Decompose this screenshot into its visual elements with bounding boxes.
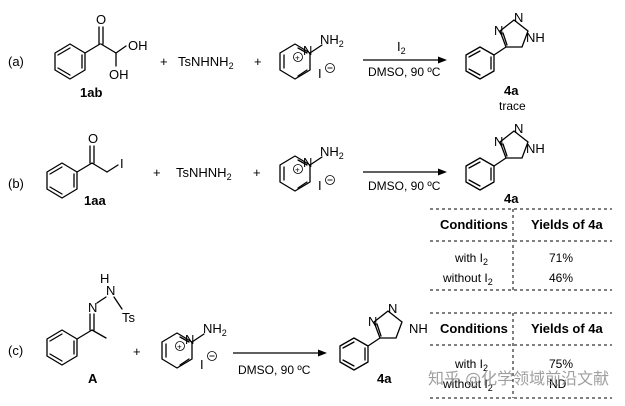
- table-header-yields: Yields of 4a: [531, 321, 604, 336]
- negative-charge-icon: [325, 175, 335, 185]
- plus-sign: +: [133, 344, 141, 359]
- table-cell-yield: 75%: [549, 357, 573, 371]
- triazole-ring: [373, 310, 403, 339]
- table-cell-yield: ND: [549, 377, 567, 391]
- plus-sign: +: [160, 54, 168, 69]
- scheme-a: (a) O OH OH 1ab + TsNHNH2 +: [8, 10, 545, 113]
- table-cell-yield: 71%: [549, 251, 573, 265]
- hydrazone-a-structure: N N H Ts: [46, 271, 136, 366]
- product-4a-label: 4a: [377, 371, 392, 386]
- compound-1aa-label: 1aa: [84, 193, 106, 208]
- benzene-ring: [46, 162, 78, 199]
- product-yield-note: trace: [499, 99, 526, 113]
- scheme-b: (b) O I 1aa + TsNHNH2 + + N NH2: [8, 121, 612, 291]
- svg-text:+: +: [295, 54, 300, 63]
- arrow-conditions: DMSO, 90 ºC: [238, 363, 311, 377]
- positive-charge-icon: [175, 341, 185, 351]
- triazole-n-left: N: [368, 314, 377, 329]
- table-cell-condition: with I2: [454, 251, 488, 267]
- yield-table-c: Conditions Yields of 4a with I2 75% with…: [430, 312, 612, 399]
- triazole-n-top: N: [514, 121, 523, 136]
- benzene-ring: [46, 329, 78, 366]
- aminopyridinium-iodide: + N NH2 I: [279, 32, 344, 81]
- imine-n: N: [88, 300, 97, 315]
- carbonyl-o: O: [96, 12, 106, 27]
- product-4a-label: 4a: [504, 191, 519, 206]
- table-header-yields: Yields of 4a: [531, 217, 604, 232]
- triazole-n-top: N: [514, 10, 523, 25]
- plus-sign-2: +: [253, 165, 261, 180]
- plus-sign-2: +: [254, 54, 262, 69]
- amino-group: NH2: [320, 32, 344, 49]
- table-cell-condition: without I2: [442, 377, 493, 393]
- triazole-nh: NH: [526, 141, 545, 156]
- pyridinium-n: N: [303, 155, 312, 170]
- aminopyridinium-iodide: + N NH2 I: [279, 144, 344, 193]
- phenyl-ring: [465, 157, 495, 191]
- triazole-n-top: N: [388, 301, 397, 316]
- scheme-b-label: (b): [8, 176, 24, 191]
- aminopyridinium-iodide: + N NH2 I: [161, 321, 227, 372]
- table-cell-condition: with I2: [454, 357, 488, 373]
- positive-charge-icon: [293, 52, 303, 62]
- triazole-nh: NH: [526, 30, 545, 45]
- table-header-conditions: Conditions: [440, 321, 508, 336]
- arrow-reagent-iodine: I2: [397, 39, 406, 56]
- triazole-ring: [499, 130, 529, 159]
- arrow-conditions: DMSO, 90 ºC: [368, 65, 441, 79]
- iodide-ion: I: [200, 357, 204, 372]
- product-4a-structure: N N NH: [465, 121, 545, 191]
- hydrazone-h: H: [100, 271, 109, 286]
- hydroxyl-2: OH: [109, 67, 129, 82]
- product-4a-structure: N N NH: [465, 10, 545, 80]
- iodide-ion: I: [318, 178, 322, 193]
- watermark-text: 知乎 @化学领域前沿文献: [428, 369, 609, 388]
- pyridinium-n: N: [185, 332, 194, 347]
- table-header-conditions: Conditions: [440, 217, 508, 232]
- negative-charge-icon: [207, 351, 217, 361]
- product-4a-structure: N N NH: [339, 301, 428, 371]
- negative-charge-icon: [325, 63, 335, 73]
- scheme-c-label: (c): [8, 343, 23, 358]
- compound-1ab-label: 1ab: [80, 85, 102, 100]
- tosylhydrazide: TsNHNH2: [178, 54, 234, 71]
- table-cell-condition: without I2: [442, 271, 493, 287]
- triazole-n-left: N: [494, 134, 503, 149]
- svg-text:+: +: [177, 343, 182, 352]
- compound-1aa-structure: O I: [46, 131, 124, 199]
- hydrazone-nh-n: N: [106, 283, 115, 298]
- table-cell-yield: 46%: [549, 271, 573, 285]
- scheme-c: (c) N N H Ts A + + N: [8, 271, 612, 399]
- product-4a-label: 4a: [504, 83, 519, 98]
- svg-text:+: +: [295, 166, 300, 175]
- iodide-ion: I: [318, 66, 322, 81]
- phenyl-ring: [339, 337, 369, 371]
- amino-group: NH2: [203, 321, 227, 338]
- positive-charge-icon: [293, 164, 303, 174]
- hydroxyl-1: OH: [128, 38, 148, 53]
- compound-a-label: A: [88, 371, 98, 386]
- phenyl-ring: [465, 46, 495, 80]
- benzene-ring: [54, 43, 86, 80]
- compound-1ab-structure: O OH OH: [54, 12, 148, 82]
- carbonyl-o: O: [88, 131, 98, 146]
- iodo-atom: I: [120, 156, 124, 171]
- triazole-nh: NH: [409, 321, 428, 336]
- pyridinium-n: N: [303, 43, 312, 58]
- plus-sign: +: [153, 165, 161, 180]
- triazole-n-left: N: [494, 23, 503, 38]
- tosyl-group: Ts: [122, 310, 136, 325]
- amino-group: NH2: [320, 144, 344, 161]
- tosylhydrazide: TsNHNH2: [176, 165, 232, 182]
- yield-table-b: Conditions Yields of 4a with I2 71% with…: [430, 208, 612, 291]
- scheme-a-label: (a): [8, 54, 24, 69]
- triazole-ring: [499, 19, 529, 48]
- arrow-conditions: DMSO, 90 ºC: [368, 179, 441, 193]
